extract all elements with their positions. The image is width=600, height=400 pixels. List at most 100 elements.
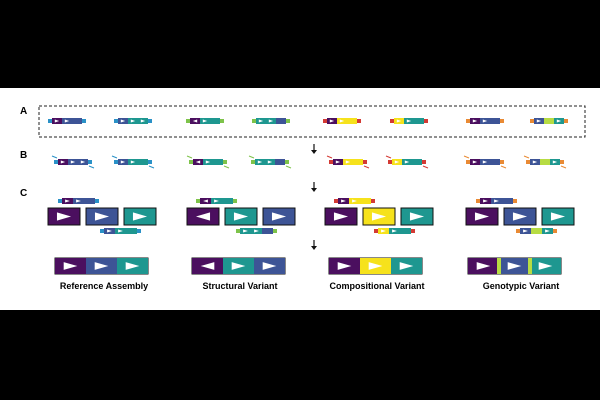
primer-tick: [560, 165, 567, 169]
label-structural-variant: Structural Variant: [202, 281, 277, 291]
read-end-cap: [516, 229, 520, 233]
read-end-cap: [82, 119, 86, 123]
assembly-arrow-icon: [507, 262, 522, 270]
read-end-cap: [388, 160, 392, 164]
read-end-cap: [526, 160, 530, 164]
read-arrow-icon: [523, 229, 528, 233]
read-arrow-icon: [556, 119, 562, 123]
read-arrow-icon: [130, 119, 136, 123]
read-arrow-icon: [394, 160, 400, 164]
read-end-cap: [564, 119, 568, 123]
label-genotypic-variant: Genotypic Variant: [483, 281, 560, 291]
contig-arrow-icon: [333, 212, 349, 221]
read-end-cap: [323, 119, 327, 123]
read-arrow-icon: [352, 199, 357, 203]
read-end-cap: [411, 229, 415, 233]
assembly-arrow-icon: [63, 262, 78, 270]
read-segment: [262, 228, 273, 234]
contig-arrow-icon: [550, 212, 566, 221]
flow-arrows: [311, 144, 317, 250]
read-arrow-icon: [483, 199, 488, 203]
read-end-cap: [148, 160, 152, 164]
primer-tick: [422, 165, 429, 169]
read-end-cap: [466, 119, 470, 123]
primer-tick: [500, 165, 507, 169]
contig-arrow-icon: [371, 212, 387, 221]
read-segment: [72, 118, 82, 124]
read-arrow-icon: [267, 160, 273, 164]
read-segment: [138, 159, 148, 165]
read-end-cap: [422, 160, 426, 164]
read-segment: [544, 118, 554, 124]
read-arrow-icon: [381, 229, 386, 233]
read-end-cap: [357, 119, 361, 123]
primer-tick: [285, 165, 292, 169]
assembly-arrow-icon: [262, 262, 277, 270]
read-arrow-icon: [54, 119, 60, 123]
read-arrow-icon: [64, 119, 70, 123]
read-end-cap: [189, 160, 193, 164]
workflow-diagram: A B C Reference Assembly Structural Vari…: [20, 105, 586, 291]
contig-arrow-icon: [271, 212, 287, 221]
read-end-cap: [196, 199, 200, 203]
read-arrow-icon: [552, 160, 558, 164]
read-arrow-icon: [392, 229, 397, 233]
read-arrow-icon: [536, 119, 542, 123]
assembly-arrow-icon: [368, 262, 383, 270]
read-segment: [414, 118, 424, 124]
assembly-arrow-icon: [200, 262, 215, 270]
read-arrow-icon: [130, 160, 136, 164]
read-segment: [490, 159, 500, 165]
read-end-cap: [251, 160, 255, 164]
dashed-selection-box: [38, 105, 586, 138]
primer-tick: [463, 155, 470, 159]
read-end-cap: [374, 229, 378, 233]
down-arrow-head-icon: [311, 150, 317, 154]
read-arrow-icon: [80, 160, 86, 164]
read-end-cap: [500, 119, 504, 123]
primer-tick: [363, 165, 370, 169]
read-end-cap: [220, 119, 224, 123]
read-end-cap: [476, 199, 480, 203]
read-arrow-icon: [472, 119, 478, 123]
row-label-c: C: [20, 188, 27, 199]
read-end-cap: [424, 119, 428, 123]
read-arrow-icon: [192, 119, 198, 123]
read-segment: [213, 159, 223, 165]
read-segment: [347, 118, 357, 124]
contig-arrow-icon: [233, 212, 249, 221]
read-segment: [353, 159, 363, 165]
read-arrow-icon: [107, 229, 112, 233]
read-arrow-icon: [195, 160, 201, 164]
primer-tick: [223, 165, 230, 169]
read-segment: [276, 118, 286, 124]
read-end-cap: [58, 199, 62, 203]
read-end-cap: [530, 119, 534, 123]
read-end-cap: [186, 119, 190, 123]
read-end-cap: [54, 160, 58, 164]
read-end-cap: [371, 199, 375, 203]
read-end-cap: [148, 119, 152, 123]
read-segment: [84, 198, 95, 204]
read-arrow-icon: [65, 199, 70, 203]
row-label-a: A: [20, 106, 27, 117]
read-end-cap: [100, 229, 104, 233]
read-segment: [490, 118, 500, 124]
primer-tick: [186, 155, 193, 159]
read-segment: [502, 198, 513, 204]
read-arrow-icon: [257, 160, 263, 164]
read-end-cap: [286, 119, 290, 123]
read-arrow-icon: [482, 160, 488, 164]
row-label-b: B: [20, 150, 27, 161]
contig-arrow-icon: [56, 212, 72, 221]
read-segment: [412, 159, 422, 165]
label-reference-assembly: Reference Assembly: [60, 281, 148, 291]
row-c-alignments: [47, 198, 575, 234]
read-end-cap: [88, 160, 92, 164]
primer-tick: [523, 155, 530, 159]
figure-panel: A B C Reference Assembly Structural Vari…: [0, 88, 600, 310]
primer-tick: [248, 155, 255, 159]
down-arrow-head-icon: [311, 246, 317, 250]
assembly-arrow-icon: [231, 262, 246, 270]
final-assemblies: [54, 257, 562, 275]
